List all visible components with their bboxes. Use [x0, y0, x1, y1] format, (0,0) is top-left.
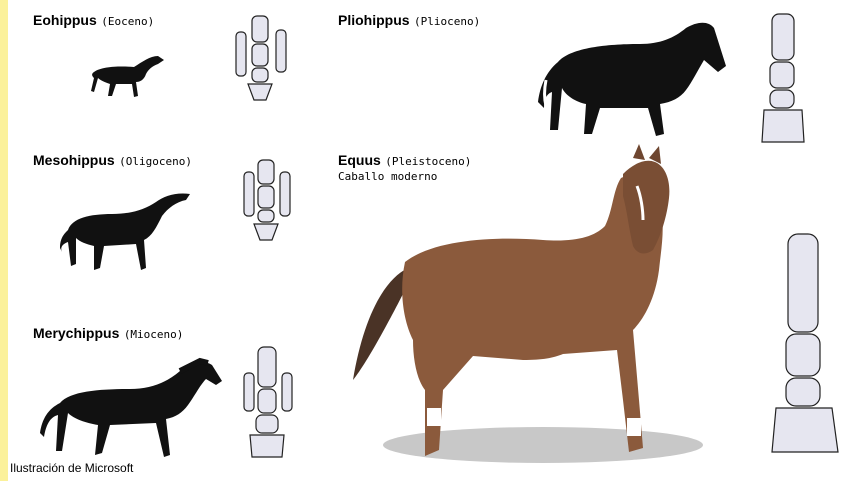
mesohippus-foot-bones [240, 158, 294, 242]
mesohippus-label: Mesohippus (Oligoceno) [33, 152, 192, 170]
merychippus-era: (Mioceno) [124, 328, 184, 341]
pliohippus-foot-bones [760, 12, 808, 147]
illustration-canvas: Eohippus (Eoceno) Mesohippus (Oligoceno)… [8, 0, 860, 481]
pliohippus-label: Pliohippus (Plioceno) [338, 12, 480, 30]
credit-text: Ilustración de Microsoft [10, 461, 133, 475]
mesohippus-era: (Oligoceno) [119, 155, 192, 168]
merychippus-label: Merychippus (Mioceno) [33, 325, 183, 343]
pliohippus-silhouette [536, 20, 731, 140]
pliohippus-era: (Plioceno) [414, 15, 480, 28]
eohippus-name: Eohippus [33, 12, 97, 28]
merychippus-name: Merychippus [33, 325, 119, 341]
merychippus-foot-bones [242, 345, 296, 465]
merychippus-silhouette [40, 355, 225, 460]
mesohippus-name: Mesohippus [33, 152, 115, 168]
equus-foot-bones [770, 232, 840, 457]
mesohippus-silhouette [60, 188, 195, 276]
eohippus-era: (Eoceno) [101, 15, 154, 28]
eohippus-label: Eohippus (Eoceno) [33, 12, 154, 30]
eohippus-foot-bones [232, 14, 290, 104]
pliohippus-name: Pliohippus [338, 12, 410, 28]
equus-horse [343, 150, 748, 475]
eohippus-silhouette [88, 50, 168, 102]
